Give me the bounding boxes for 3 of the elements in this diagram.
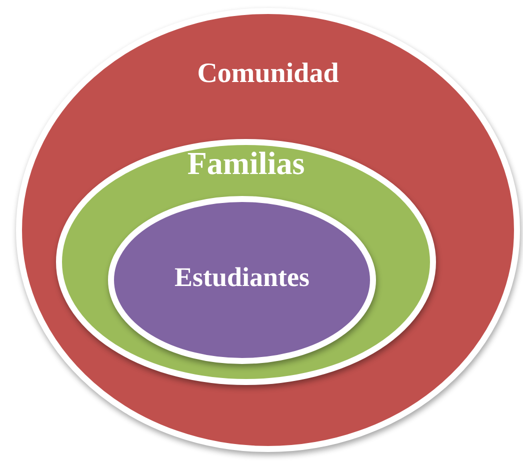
ellipse-label: Comunidad	[197, 58, 339, 90]
ellipse-label: Familias	[187, 145, 305, 182]
ellipse-label: Estudiantes	[174, 262, 310, 293]
